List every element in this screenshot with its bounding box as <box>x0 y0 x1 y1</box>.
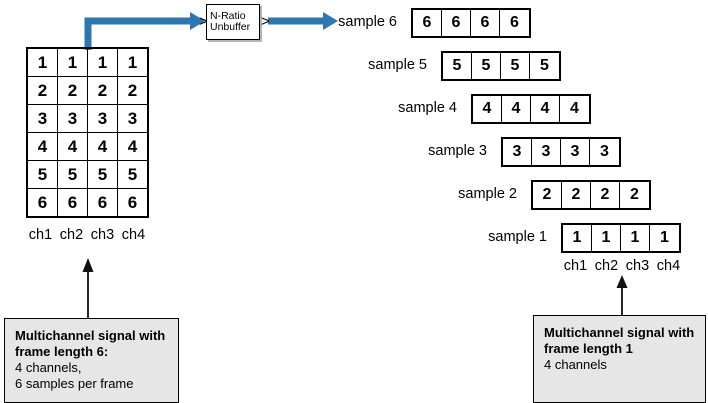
sample-row-label: sample 6 <box>338 14 397 30</box>
input-channel-label-ch2: ch2 <box>59 227 84 243</box>
matrix-cell: 6 <box>117 188 149 218</box>
caption-left-plain-1: 4 channels, <box>15 360 82 375</box>
matrix-cell: 4 <box>26 132 58 161</box>
sample-row-label: sample 1 <box>488 229 547 245</box>
sample-cell: 3 <box>532 139 561 165</box>
matrix-cell: 5 <box>87 160 118 189</box>
matrix-cell: 5 <box>117 160 149 189</box>
sample-cell: 4 <box>531 96 560 122</box>
sample-cell: 5 <box>443 53 472 79</box>
caption-left-bold-1: Multichannel signal with <box>15 328 166 343</box>
output-channel-label-ch4: ch4 <box>656 258 681 274</box>
matrix-cell: 1 <box>117 47 149 77</box>
matrix-cell: 3 <box>117 104 149 133</box>
caption-right-bold-1: Multichannel signal with <box>544 325 695 340</box>
sample-cell: 2 <box>562 182 591 208</box>
matrix-cell: 3 <box>87 104 118 133</box>
block-label-line1: N-Ratio <box>210 9 246 22</box>
caption-left-bold-2: frame length 6: <box>15 344 109 359</box>
sample-cell: 4 <box>473 96 502 122</box>
matrix-cell: 1 <box>87 47 118 77</box>
sample-cell: 1 <box>592 225 621 251</box>
caption-right-plain-1: 4 channels <box>544 357 607 372</box>
matrix-cell: 4 <box>117 132 149 161</box>
block-output-port-icon: > <box>261 13 270 30</box>
output-channel-labels: ch1 ch2 ch3 ch4 <box>560 258 684 274</box>
caption-right-bold-2: frame length 1 <box>544 341 633 356</box>
sample-cell: 2 <box>591 182 620 208</box>
sample-cell: 6 <box>413 10 442 36</box>
sample-cell: 6 <box>442 10 471 36</box>
sample-cell: 1 <box>563 225 592 251</box>
matrix-cell: 2 <box>117 76 149 105</box>
sample-cell: 1 <box>621 225 650 251</box>
matrix-cell: 3 <box>57 104 88 133</box>
sample-row-label: sample 4 <box>398 100 457 116</box>
input-channel-label-ch1: ch1 <box>28 227 53 243</box>
caption-box-input: Multichannel signal with frame length 6:… <box>4 318 179 403</box>
output-channel-label-ch3: ch3 <box>625 258 650 274</box>
matrix-cell: 6 <box>87 188 118 218</box>
matrix-cell: 3 <box>26 104 58 133</box>
sample-row-label: sample 3 <box>428 143 487 159</box>
matrix-cell: 2 <box>87 76 118 105</box>
matrix-cell: 4 <box>87 132 118 161</box>
block-input-port-icon: > <box>199 13 208 30</box>
sample-cell: 3 <box>561 139 590 165</box>
sample-cell: 2 <box>533 182 562 208</box>
caption-box-output: Multichannel signal with frame length 1 … <box>533 315 706 403</box>
input-channel-label-ch4: ch4 <box>121 227 146 243</box>
matrix-cell: 2 <box>26 76 58 105</box>
input-channel-label-ch3: ch3 <box>90 227 115 243</box>
matrix-cell: 4 <box>57 132 88 161</box>
matrix-cell: 5 <box>26 160 58 189</box>
sample-cell: 5 <box>540 57 549 74</box>
sample-cell: 1 <box>660 229 669 246</box>
caption-left-plain-2: 6 samples per frame <box>15 376 134 391</box>
sample-cell: 6 <box>471 10 500 36</box>
sample-row-label: sample 5 <box>368 57 427 73</box>
sample-cell: 5 <box>472 53 501 79</box>
sample-cell: 3 <box>503 139 532 165</box>
sample-cell: 2 <box>630 186 639 203</box>
sample-cell: 4 <box>502 96 531 122</box>
output-channel-label-ch2: ch2 <box>594 258 619 274</box>
block-label-line2: Unbuffer <box>210 21 251 33</box>
input-channel-labels: ch1 ch2 ch3 ch4 <box>25 227 149 243</box>
n-ratio-unbuffer-block[interactable]: N-Ratio Unbuffer <box>206 4 260 40</box>
sample-cell: 3 <box>600 143 609 160</box>
sample-cell: 4 <box>570 100 579 117</box>
sample-row-label: sample 2 <box>458 186 517 202</box>
sample-cell: 6 <box>510 14 519 31</box>
sample-cell: 5 <box>501 53 530 79</box>
output-channel-label-ch1: ch1 <box>563 258 588 274</box>
